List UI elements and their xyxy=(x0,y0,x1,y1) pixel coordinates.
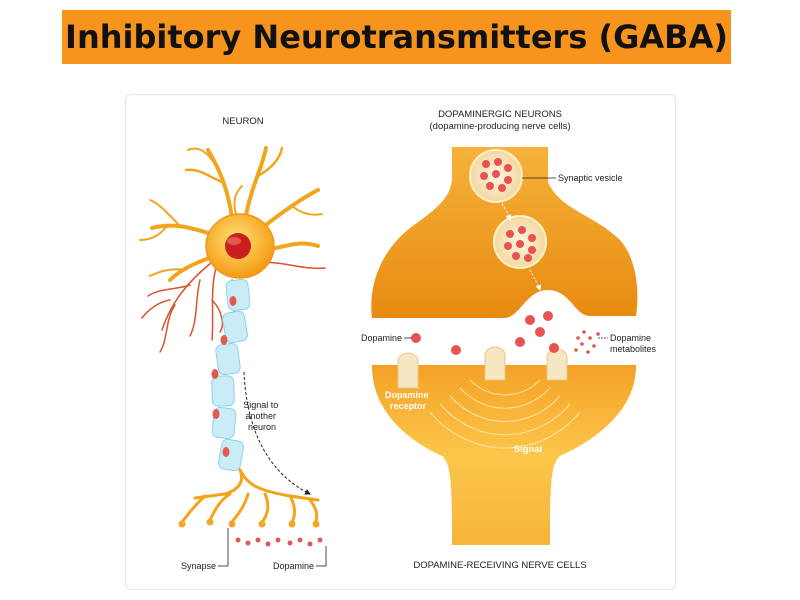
axon-terminals xyxy=(180,468,320,524)
signal-arrow xyxy=(243,371,311,495)
dopamine-metabolites-dots xyxy=(574,330,600,354)
node-of-ranvier xyxy=(211,369,219,379)
terminal-boutons xyxy=(178,518,320,528)
dopamine-label: Dopamine xyxy=(361,333,402,343)
synaptic-bouton xyxy=(206,518,214,526)
dopamine-bottom-label: Dopamine xyxy=(273,561,314,571)
synaptic-bouton xyxy=(312,520,320,528)
signal-waves xyxy=(429,379,581,449)
postsynaptic-cell xyxy=(372,366,636,545)
myelin-sheath xyxy=(218,438,244,472)
synaptic-bouton xyxy=(258,520,266,528)
axon xyxy=(211,279,251,472)
synaptic-bouton xyxy=(228,520,236,528)
dopaminergic-subtitle: (dopamine-producing nerve cells) xyxy=(430,121,571,132)
myelin-sheath xyxy=(225,279,251,311)
released-dopamine xyxy=(411,311,559,355)
receiving-label: DOPAMINE-RECEIVING NERVE CELLS xyxy=(413,560,586,571)
dopamine-receptor xyxy=(484,346,506,381)
signal-bottom-label: Signal xyxy=(514,444,543,455)
dopaminergic-title: DOPAMINERGIC NEURONS xyxy=(438,109,562,120)
nucleus xyxy=(225,233,251,259)
dopamine-dots-left xyxy=(235,537,323,547)
node-of-ranvier xyxy=(212,409,220,419)
metabolites-label: Dopamine metabolites xyxy=(610,333,657,354)
synaptic-vesicle xyxy=(469,149,523,203)
dopamine-receptors xyxy=(397,346,568,389)
title-banner: Inhibitory Neurotransmitters (GABA) xyxy=(62,10,731,64)
vesicle-arrow-1 xyxy=(501,203,512,221)
myelin-sheath xyxy=(215,342,241,376)
node-of-ranvier xyxy=(229,296,237,306)
neuron-label: NEURON xyxy=(222,116,263,127)
dopamine-receptor xyxy=(397,352,419,389)
synaptic-bouton xyxy=(288,520,296,528)
page-title: Inhibitory Neurotransmitters (GABA) xyxy=(65,18,728,56)
nucleus-highlight xyxy=(227,237,241,245)
synaptic-bouton xyxy=(178,520,186,528)
receptor-label: Dopamine receptor xyxy=(385,390,431,411)
synapse-label: Synapse xyxy=(181,561,216,571)
vesicle-arrow-2 xyxy=(529,269,542,291)
synaptic-vesicle-label: Synaptic vesicle xyxy=(558,173,623,183)
node-of-ranvier xyxy=(220,335,228,345)
dendrites-red xyxy=(141,261,326,353)
myelin-sheath xyxy=(222,310,248,344)
synaptic-vesicle-lower xyxy=(493,215,547,269)
myelin-sheath xyxy=(211,375,235,407)
dopamine-receptor xyxy=(546,348,568,381)
signal-label: Signal to another neuron xyxy=(243,400,281,432)
node-of-ranvier xyxy=(222,447,230,457)
